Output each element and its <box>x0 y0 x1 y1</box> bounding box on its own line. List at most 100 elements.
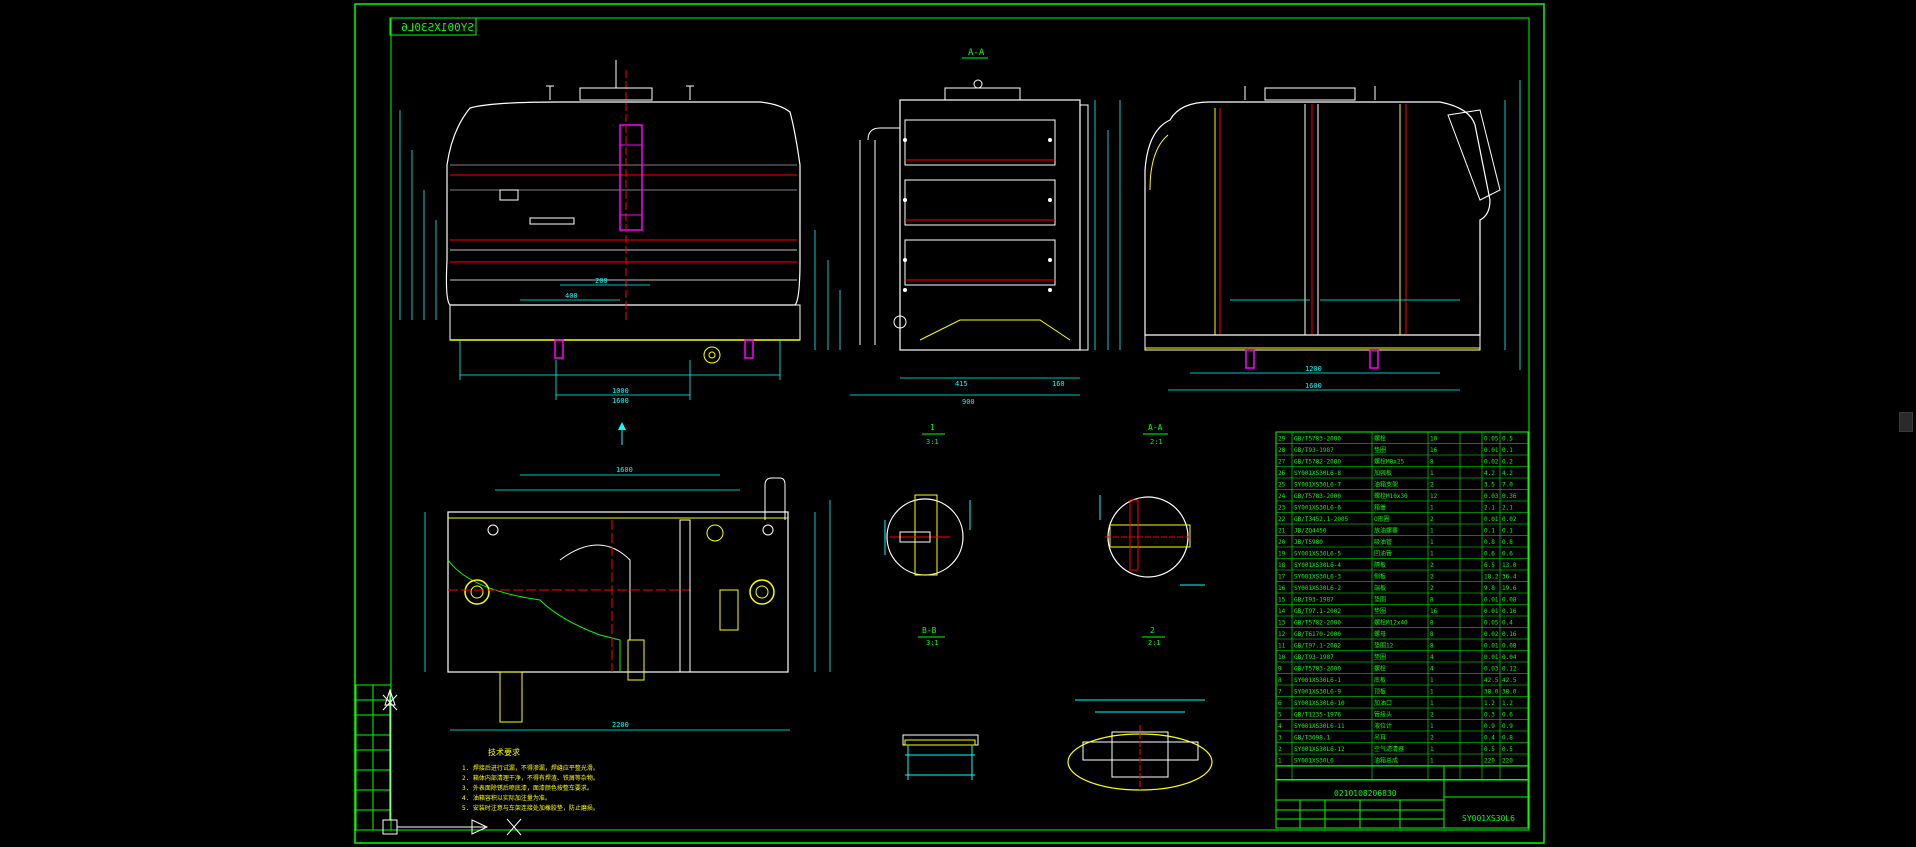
bom-cell: SY001XS30L6-4 <box>1294 562 1341 569</box>
bom-cell: 1 <box>1430 746 1434 753</box>
sheet-border-outer <box>354 3 1545 844</box>
bom-cell: 36.4 <box>1502 574 1517 581</box>
bom-cell: 箱盖 <box>1374 504 1386 512</box>
bom-cell: 13 <box>1278 620 1286 627</box>
bom-cell: 放油螺塞 <box>1374 527 1398 535</box>
bom-cell: 端板 <box>1374 584 1386 592</box>
detail-1-scale: 3:1 <box>926 438 939 446</box>
bom-cell: 底板 <box>1374 676 1386 684</box>
mirrored-stamp: SY001XS30L6 <box>389 17 477 36</box>
bom-cell: 5 <box>1278 712 1282 719</box>
bom-cell: 13.0 <box>1502 562 1517 569</box>
bom-cell: GB/T97.1-2002 <box>1294 643 1341 650</box>
bom-cell: 隔板 <box>1374 561 1386 569</box>
bom-cell: 垫圈 <box>1374 446 1386 454</box>
bom-cell: 4.2 <box>1502 470 1513 477</box>
bom-cell: 23 <box>1278 505 1286 512</box>
revision-strip <box>355 684 392 831</box>
bom-cell: 2 <box>1430 735 1434 742</box>
bom-cell: 14 <box>1278 608 1286 615</box>
bom-cell: 9.8 <box>1484 585 1495 592</box>
bom-cell: SY001XS30L6-3 <box>1294 574 1341 581</box>
view-arrow-icon <box>618 422 626 445</box>
vertical-scrollbar[interactable] <box>1894 0 1916 847</box>
bom-cell: 0.5 <box>1502 746 1513 753</box>
bom-cell: 垫圈12 <box>1374 642 1394 650</box>
bom-cell: GB/T5782-2000 <box>1294 459 1341 466</box>
ucs-icon <box>382 688 522 836</box>
bom-cell: 2.1 <box>1484 505 1495 512</box>
bom-cell: 0.05 <box>1484 620 1499 627</box>
bom-cell: 0.3 <box>1484 712 1495 719</box>
bom-cell: 10 <box>1278 654 1286 661</box>
detail-1-label: 1 <box>930 423 935 432</box>
bom-cell: 22 <box>1278 516 1286 523</box>
bom-cell: GB/T97.1-2002 <box>1294 608 1341 615</box>
bom-cell: 0.12 <box>1502 666 1517 673</box>
side-dim-width: 900 <box>962 398 975 406</box>
bom-cell: 7 <box>1278 689 1282 696</box>
detail-bb-scale: 3:1 <box>926 639 939 647</box>
bom-cell: 1 <box>1430 528 1434 535</box>
front-dim-mid: 400 <box>565 292 578 300</box>
bom-cell: 0.1 <box>1502 528 1513 535</box>
bom-cell: 螺栓M8x25 <box>1374 458 1404 466</box>
bom-cell: GB/T5783-2000 <box>1294 666 1341 673</box>
bom-cell: 0.01 <box>1484 516 1499 523</box>
bom-cell: 0.5 <box>1484 746 1495 753</box>
scroll-thumb-icon[interactable] <box>1899 412 1913 432</box>
bom-cell: 1 <box>1430 700 1434 707</box>
bom-cell: 垫圈 <box>1374 596 1386 604</box>
bom-cell: 4 <box>1430 654 1434 661</box>
bom-cell: 7.0 <box>1502 482 1513 489</box>
bom-cell: 0.36 <box>1502 493 1517 500</box>
bom-cell: 加油口 <box>1374 699 1392 707</box>
bom-cell: 6.5 <box>1484 562 1495 569</box>
right-view: 1600 1200 <box>1144 80 1521 391</box>
bom-cell: 16 <box>1430 447 1438 454</box>
bom-cell: 油箱支架 <box>1374 481 1398 489</box>
bom-cell: SY001XS30L6-11 <box>1294 723 1345 730</box>
bom-cell: 29 <box>1278 436 1286 443</box>
detail-2: 2 2:1 <box>1067 626 1213 791</box>
bom-cell: 19 <box>1278 551 1286 558</box>
bom-cell: 侧板 <box>1374 573 1386 581</box>
bom-cell: 0.6 <box>1502 551 1513 558</box>
detail-2-scale: 2:1 <box>1148 639 1161 647</box>
bom-cell: 2 <box>1430 562 1434 569</box>
bom-cell: 0.04 <box>1502 654 1517 661</box>
bom-cell: 0.02 <box>1484 459 1499 466</box>
bom-cell: 2 <box>1430 585 1434 592</box>
bom-cell: 0.9 <box>1484 723 1495 730</box>
bom-cell: 0.01 <box>1484 447 1499 454</box>
bom-cell: 4 <box>1278 723 1282 730</box>
bom-cell: 18.2 <box>1484 574 1499 581</box>
tech-note-1: 1. 焊接后进行试漏，不得渗漏，焊缝应平整光滑。 <box>462 764 599 772</box>
bom-cell: 油箱总成 <box>1374 757 1398 765</box>
bom-cell: 螺母 <box>1374 630 1386 638</box>
detail-2-label: 2 <box>1150 626 1155 635</box>
bom-cell: 加强板 <box>1374 469 1392 477</box>
detail-aa: A-A 2:1 <box>1099 423 1205 586</box>
bom-cell: 0.08 <box>1502 643 1517 650</box>
bom-cell: 15 <box>1278 597 1286 604</box>
bom-cell: 19.6 <box>1502 585 1517 592</box>
bom-cell: GB/T6170-2000 <box>1294 631 1341 638</box>
bom-cell: 0.8 <box>1502 735 1513 742</box>
bom-cell: 6 <box>1278 700 1282 707</box>
tech-notes-title: 技术要求 <box>488 747 520 757</box>
bom-cell: SY001XS30L6-7 <box>1294 482 1341 489</box>
bom-cell: 42.5 <box>1502 677 1517 684</box>
